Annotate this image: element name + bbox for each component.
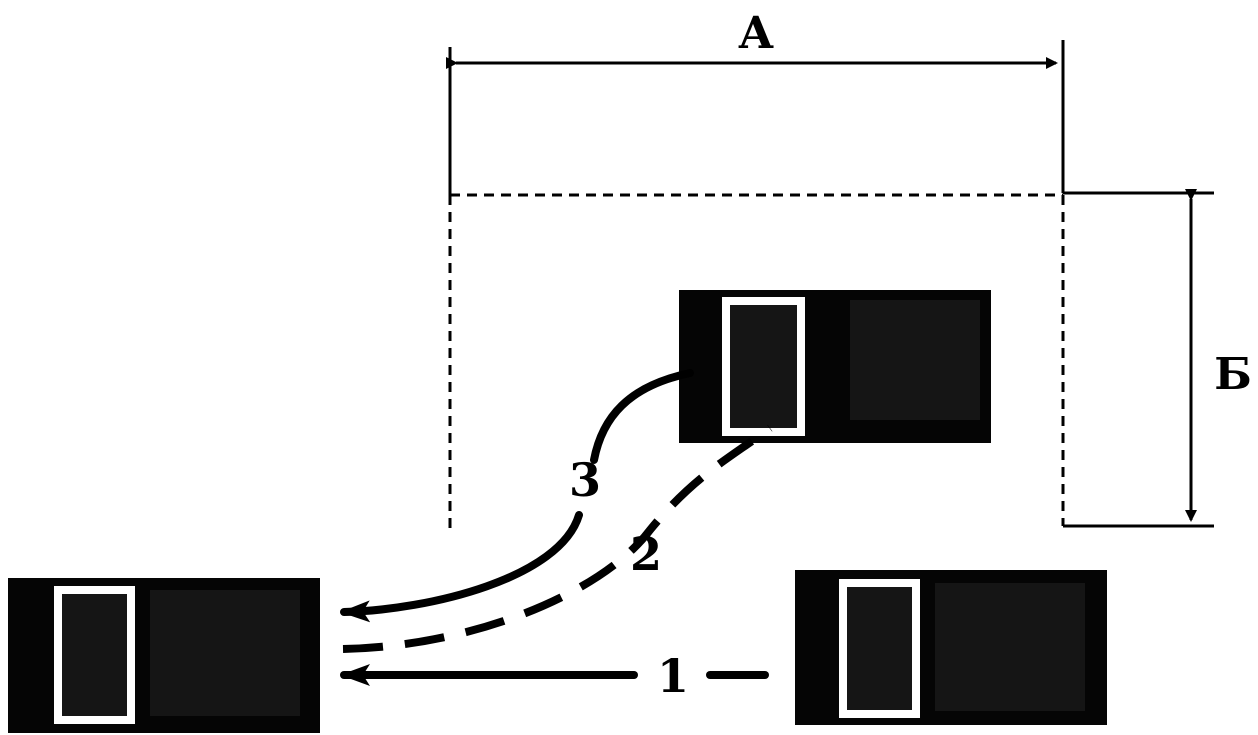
route-3-label: 3 xyxy=(569,453,601,507)
route-2-label: 2 xyxy=(630,527,662,581)
route-3-upper-path xyxy=(590,369,694,464)
route-2: 2 xyxy=(342,424,773,653)
route-3: 3 xyxy=(340,369,694,623)
target-vehicle-shade xyxy=(150,590,300,716)
start-vehicle-cabin xyxy=(839,579,920,718)
vehicle-target xyxy=(8,578,320,733)
target-vehicle-cabin xyxy=(54,586,135,724)
dimension-a: А xyxy=(446,8,1058,69)
route-1-label: 1 xyxy=(657,649,689,703)
dimension-b-label: Б xyxy=(1214,349,1252,400)
vehicle-parked xyxy=(679,290,991,443)
dimension-b: Б xyxy=(1185,189,1252,522)
route-1: 1 xyxy=(340,649,769,703)
start-vehicle-shade xyxy=(935,583,1085,711)
vehicle-start xyxy=(795,570,1107,725)
dimension-a-label: А xyxy=(738,8,774,59)
route-3-lower-arrow xyxy=(340,511,583,623)
parking-space-boundary xyxy=(448,40,1214,532)
parked-vehicle-cabin xyxy=(722,297,805,436)
parked-vehicle-shade xyxy=(850,300,980,420)
route-2-path xyxy=(342,424,773,653)
